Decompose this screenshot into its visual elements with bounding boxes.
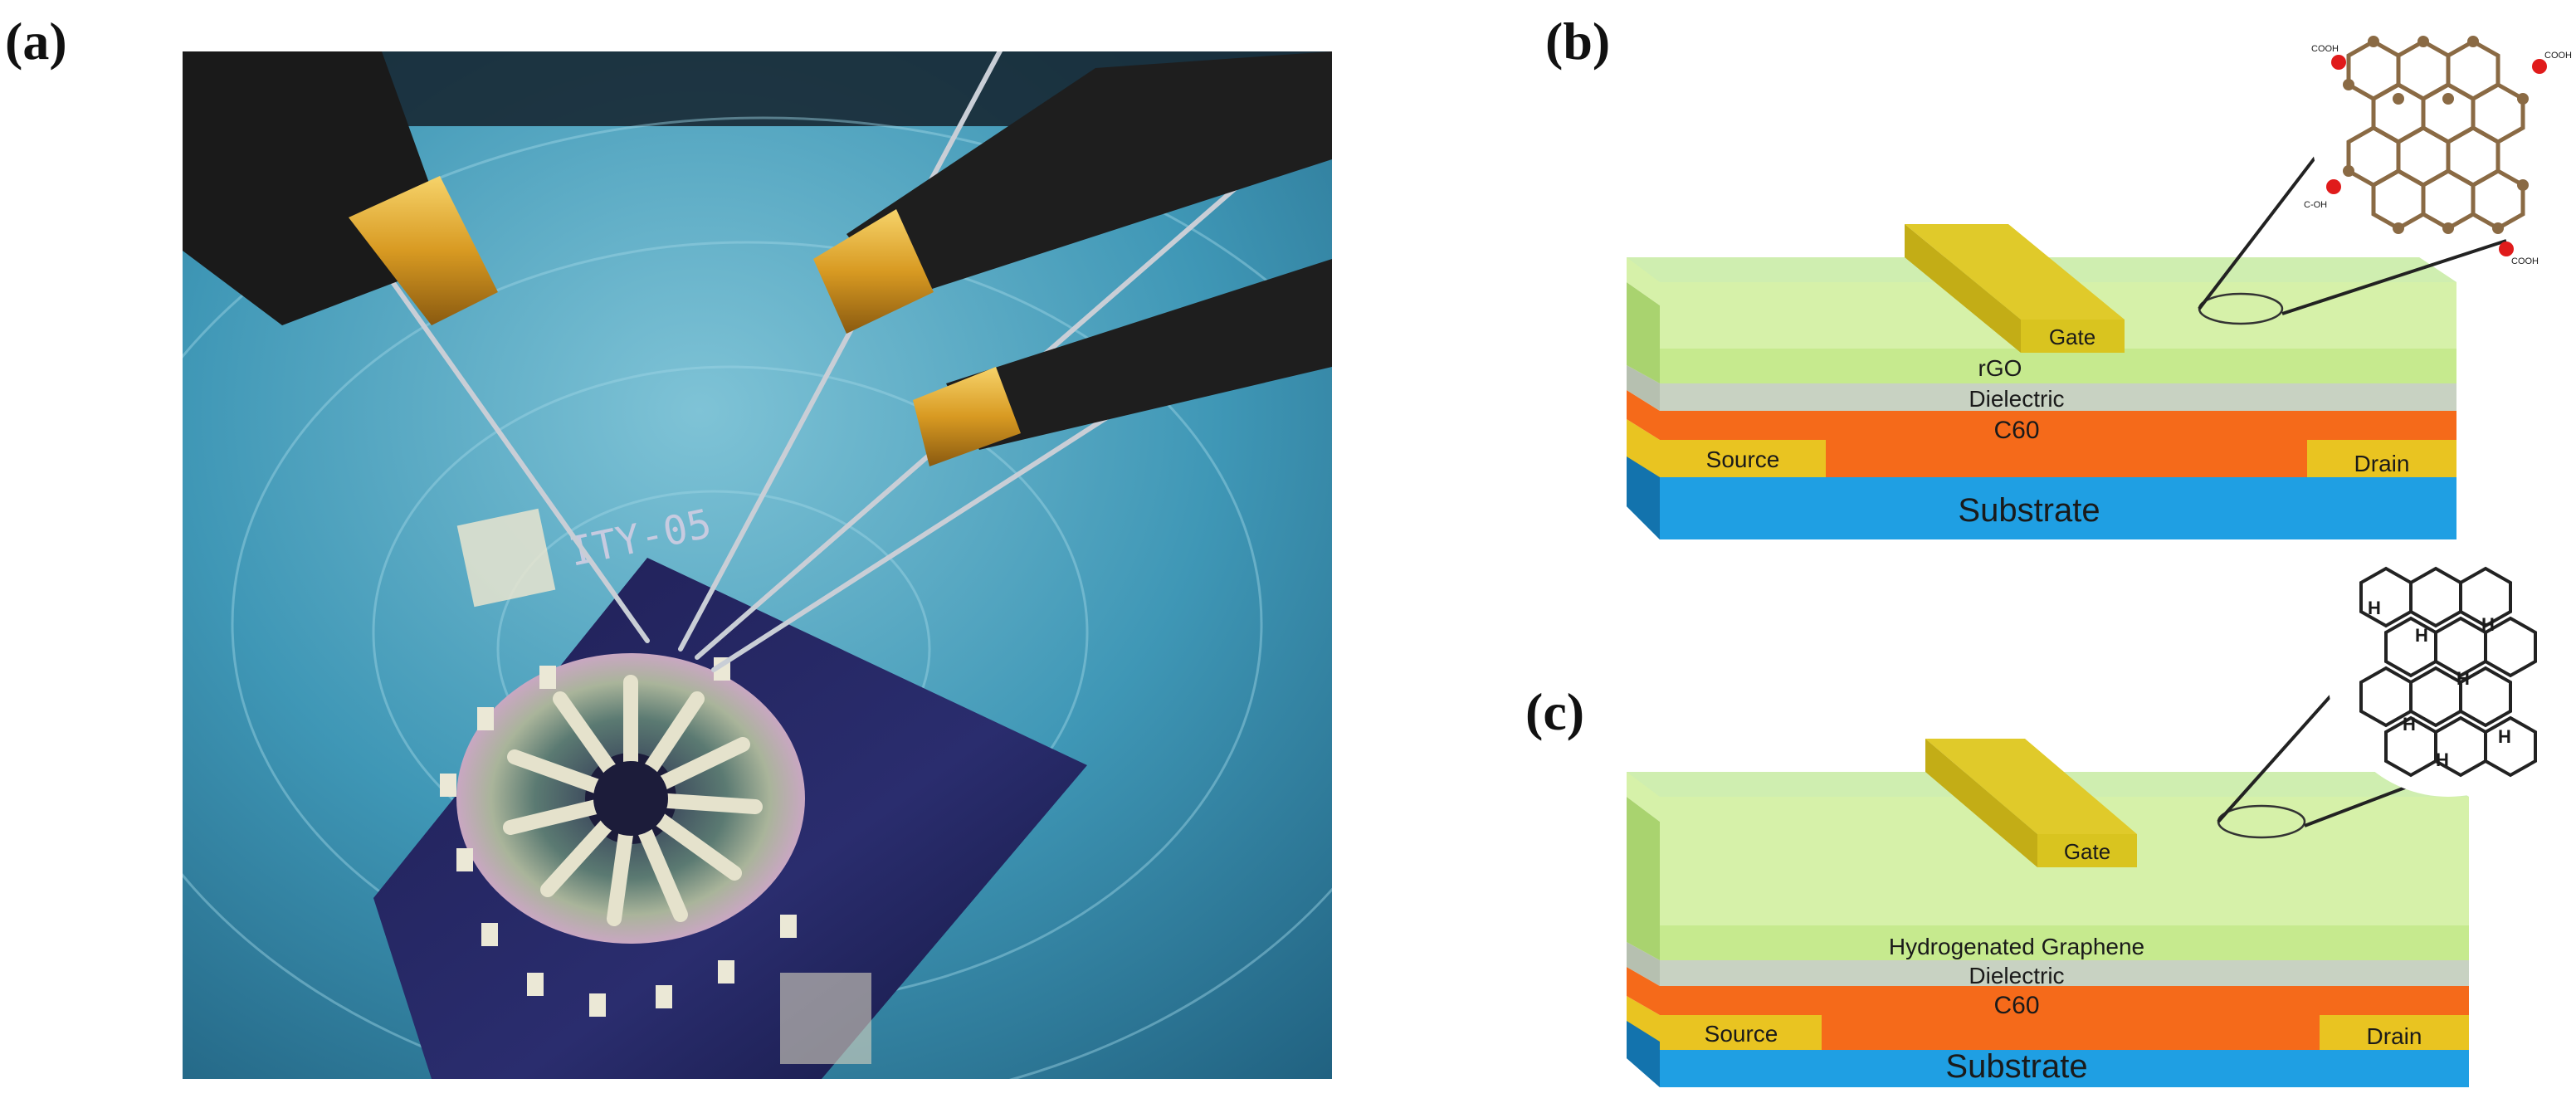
probe-arm-left (183, 51, 498, 325)
hydrogenated-graphene-device-svg: H H H H H H H Gate Hydrogenated Graphene… (1627, 556, 2569, 1087)
gate-label: Gate (2049, 325, 2095, 349)
panel-label-c: (c) (1525, 682, 1585, 741)
svg-text:COOH: COOH (2544, 51, 2572, 61)
svg-text:C-OH: C-OH (2304, 200, 2327, 210)
svg-text:H: H (2456, 668, 2470, 689)
probe-station-photo: ITY-05 (183, 51, 1332, 1079)
dielectric-label-c: Dielectric (1969, 963, 2064, 988)
hydrogenated-graphene-inset: H H H H H H H (2328, 556, 2569, 797)
substrate-label-c: Substrate (1945, 1048, 2087, 1085)
substrate-label: Substrate (1958, 492, 2100, 529)
hydrogenated-graphene-layer (1660, 925, 2469, 960)
dielectric-layer (1660, 383, 2456, 411)
probe-arm-right (913, 259, 1332, 466)
panel-label-b: (b) (1545, 12, 1611, 71)
hydrogenated-graphene-label: Hydrogenated Graphene (1889, 934, 2144, 959)
drain-label-c: Drain (2367, 1023, 2422, 1049)
drain-electrode (2307, 440, 2456, 477)
probe-arm-top-right (813, 51, 1332, 334)
hydrogen-atom-labels: H H H H H H H (2368, 598, 2511, 770)
rgo-molecule-inset (2311, 17, 2544, 249)
svg-text:H: H (2481, 614, 2495, 635)
oxygen-atoms (2326, 55, 2547, 256)
dielectric-layer-c (1660, 960, 2469, 986)
source-label: Source (1706, 447, 1780, 472)
rgo-device-diagram: COOH COOH C-OH COOH Gate rGO Dielectric … (1627, 0, 2576, 564)
source-electrode-c (1660, 1015, 1822, 1050)
svg-text:H: H (2368, 598, 2381, 618)
source-electrode (1660, 440, 1826, 477)
panel-label-a: (a) (5, 12, 67, 71)
rgo-label: rGO (1978, 355, 2022, 381)
svg-text:H: H (2498, 726, 2511, 747)
rgo-layer (1660, 349, 2456, 383)
rgo-device-svg: COOH COOH C-OH COOH Gate rGO Dielectric … (1627, 17, 2572, 539)
drain-electrode-c (2320, 1015, 2469, 1050)
probe-station-illustration: ITY-05 (183, 51, 1332, 1079)
source-label-c: Source (1705, 1021, 1778, 1047)
gate-electrode-c (2037, 834, 2137, 867)
svg-text:COOH: COOH (2311, 44, 2339, 54)
svg-text:H: H (2415, 625, 2428, 646)
substrate-layer (1660, 465, 2456, 539)
hydrogenated-graphene-device-diagram: H H H H H H H Gate Hydrogenated Graphene… (1627, 552, 2576, 1108)
svg-text:H: H (2436, 749, 2449, 770)
functional-groups: COOH COOH C-OH COOH (2304, 44, 2572, 266)
svg-text:COOH: COOH (2511, 256, 2539, 266)
gate-electrode (2021, 320, 2125, 353)
gate-label-c: Gate (2064, 839, 2110, 864)
dielectric-label: Dielectric (1969, 386, 2064, 412)
c60-label: C60 (1993, 417, 2039, 444)
c60-label-c: C60 (1993, 992, 2039, 1019)
svg-text:H: H (2403, 714, 2416, 735)
drain-label: Drain (2354, 451, 2410, 476)
